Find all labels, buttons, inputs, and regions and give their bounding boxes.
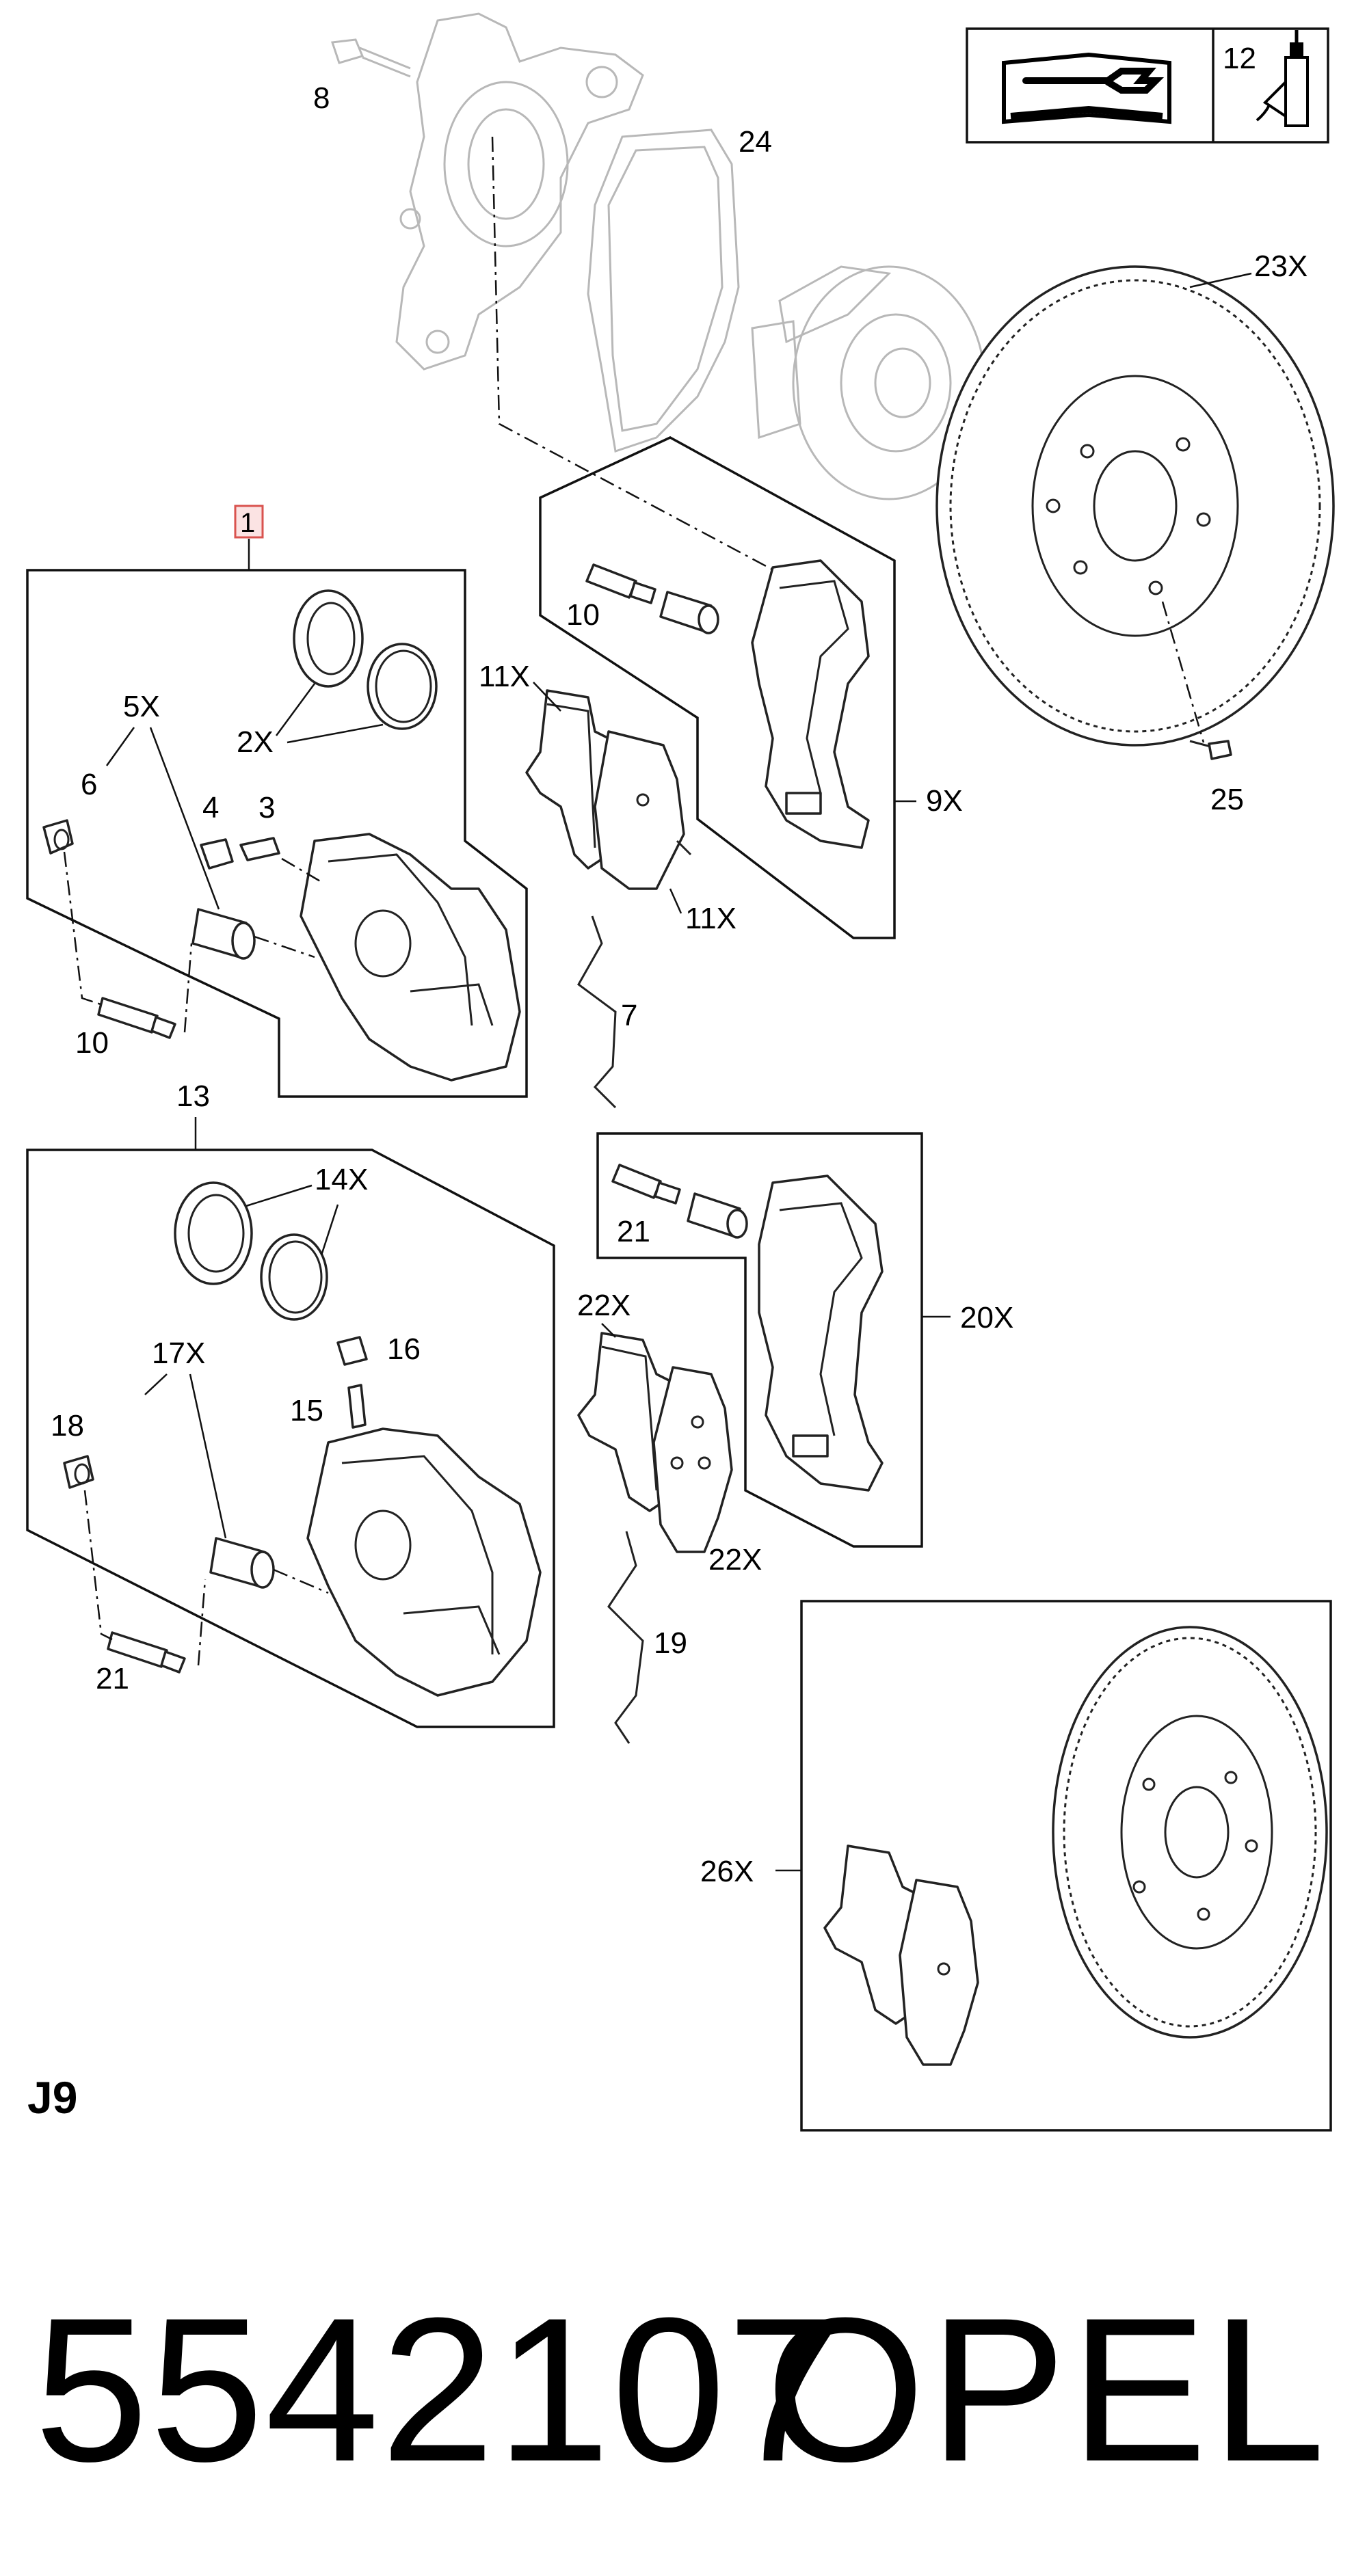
brake-pads-26X <box>823 1844 979 2066</box>
callout-10-lower: 10 <box>75 1026 109 1060</box>
brake-pad-11X-a <box>525 689 610 870</box>
manual-wrench-icon <box>1002 52 1171 124</box>
dust-shield-ghost <box>587 129 740 453</box>
guide-pin-10-upper <box>585 563 656 604</box>
callout-2X: 2X <box>237 725 274 759</box>
sheet-code: J9 <box>27 2072 78 2123</box>
part-number: 5542107 <box>34 2275 842 2504</box>
spring-clip-19 <box>607 1531 644 1744</box>
highlight-box-1 <box>234 505 264 539</box>
callout-15: 15 <box>290 1394 323 1427</box>
kit-1-box <box>26 569 528 1098</box>
guide-bush-upper <box>659 591 719 634</box>
callout-19: 19 <box>654 1626 687 1660</box>
callout-11X-upper: 11X <box>479 660 530 693</box>
guide-bush-17X <box>209 1537 275 1589</box>
callout-22X-upper: 22X <box>577 1289 630 1322</box>
callout-8: 8 <box>313 81 330 115</box>
callout-12: 12 <box>1223 42 1256 75</box>
steering-knuckle-ghost <box>395 12 644 371</box>
bolt-8 <box>330 38 411 78</box>
guide-pin-10-lower <box>97 997 176 1039</box>
callout-22X-lower: 22X <box>708 1543 762 1577</box>
bleed-screw-15 <box>347 1384 367 1429</box>
callout-10-upper: 10 <box>566 598 600 632</box>
guide-pin-21-lower <box>107 1631 186 1674</box>
dust-boot-2X <box>293 589 438 730</box>
callout-4: 4 <box>202 791 219 824</box>
adhesive-bottle-icon <box>1256 30 1309 127</box>
bleed-screw-3 <box>239 837 280 861</box>
callout-18: 18 <box>51 1409 84 1443</box>
callout-17X: 17X <box>152 1337 205 1370</box>
callout-14X: 14X <box>315 1163 368 1196</box>
spring-clip-7 <box>577 915 617 1109</box>
brake-pad-11X-b <box>594 730 692 890</box>
guide-pin-21-upper <box>611 1164 681 1205</box>
callout-21-lower: 21 <box>96 1662 129 1695</box>
screw-25 <box>1189 740 1232 760</box>
piston-seal-14X <box>174 1181 328 1321</box>
brake-caliper-lower <box>306 1427 542 1697</box>
callout-21-upper: 21 <box>617 1215 650 1248</box>
callout-16: 16 <box>387 1332 421 1366</box>
callout-9X: 9X <box>926 784 963 818</box>
bleed-cap-16 <box>336 1336 368 1366</box>
kit-13-box <box>26 1149 555 1728</box>
callout-25: 25 <box>1210 783 1244 816</box>
callout-13: 13 <box>176 1079 210 1113</box>
brake-caliper-upper <box>300 833 521 1082</box>
bleed-cap-4 <box>200 838 234 870</box>
brake-disc-23X <box>935 265 1335 747</box>
caliper-carrier-20X <box>758 1175 884 1492</box>
brake-disc-26X <box>1052 1626 1328 2039</box>
brand-name: OPEL <box>765 2275 1329 2504</box>
callout-23X: 23X <box>1254 250 1307 283</box>
callout-20X: 20X <box>960 1301 1013 1334</box>
caliper-carrier-9X <box>751 559 870 849</box>
guide-bush-5X <box>191 908 256 960</box>
callout-1: 1 <box>240 508 255 538</box>
cap-18 <box>63 1455 94 1489</box>
carrier-kit-20X-box <box>596 1132 923 1548</box>
callout-24: 24 <box>739 125 772 159</box>
cap-6 <box>42 819 74 855</box>
callout-6: 6 <box>81 768 97 801</box>
callout-7: 7 <box>621 999 637 1032</box>
carrier-kit-box <box>539 436 896 939</box>
callout-3: 3 <box>258 791 275 824</box>
brake-pad-22X-b <box>652 1366 733 1553</box>
guide-bush-upper-20X <box>687 1192 748 1239</box>
kit-26X-box <box>800 1600 1332 2132</box>
callout-26X: 26X <box>700 1855 754 1888</box>
callout-11X-lower: 11X <box>685 902 736 935</box>
callout-5X: 5X <box>123 690 160 723</box>
info-panel: 12 <box>966 27 1329 144</box>
